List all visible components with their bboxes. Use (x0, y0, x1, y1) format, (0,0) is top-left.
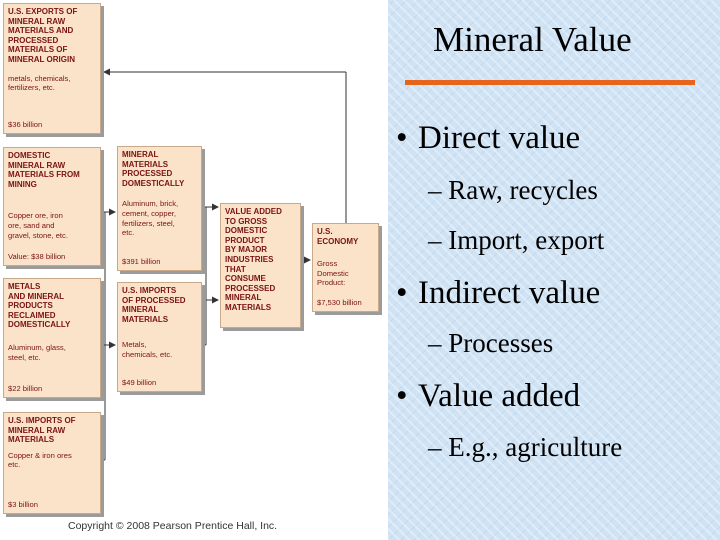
bullet-direct-value: • Direct value (396, 120, 580, 157)
box-title: MINERAL MATERIALS PROCESSED DOMESTICALLY (122, 150, 185, 188)
mineral-flow-diagram: U.S. EXPORTS OF MINERAL RAW MATERIALS AN… (3, 3, 379, 532)
bullet-dot-icon: • (396, 275, 408, 311)
box-description: Aluminum, brick, cement, copper, fertili… (122, 199, 179, 238)
box-title: U.S. ECONOMY (317, 227, 359, 246)
bullet-indirect-value: • Indirect value (396, 275, 600, 312)
box-title: U.S. IMPORTS OF MINERAL RAW MATERIALS (8, 416, 76, 445)
box-us-economy: U.S. ECONOMY Gross Domestic Product: $7,… (312, 223, 379, 312)
box-description: metals, chemicals, fertilizers, etc. (8, 73, 71, 93)
bullet-text: Indirect value (418, 275, 601, 311)
box-title: METALS AND MINERAL PRODUCTS RECLAIMED DO… (8, 282, 71, 330)
slide-panel: Mineral Value • Direct value – Raw, recyc… (388, 0, 720, 540)
box-value: $7,530 billion (317, 298, 362, 308)
sub-bullet-example: – E.g., agriculture (428, 432, 623, 462)
box-value-added: VALUE ADDED TO GROSS DOMESTIC PRODUCT BY… (220, 203, 301, 328)
bullet-text: Value added (418, 378, 581, 414)
box-title: U.S. EXPORTS OF MINERAL RAW MATERIALS AN… (8, 7, 78, 64)
sub-bullet-import: – Import, export (428, 225, 605, 255)
box-reclaimed-products: METALS AND MINERAL PRODUCTS RECLAIMED DO… (3, 278, 101, 398)
box-description: Gross Domestic Product: (317, 259, 349, 288)
box-us-imports-raw: U.S. IMPORTS OF MINERAL RAW MATERIALS Co… (3, 412, 101, 514)
box-value: Value: $38 billion (8, 252, 66, 262)
sub-bullet-processes: – Processes (428, 328, 554, 358)
sub-bullet-raw: – Raw, recycles (428, 175, 598, 205)
box-description: Copper ore, iron ore, sand and gravel, s… (8, 211, 68, 240)
box-title: U.S. IMPORTS OF PROCESSED MINERAL MATERI… (122, 286, 186, 324)
box-value: $49 billion (122, 378, 157, 388)
bullet-text: Direct value (418, 120, 581, 156)
box-us-imports-processed: U.S. IMPORTS OF PROCESSED MINERAL MATERI… (117, 282, 202, 392)
box-description: Metals, chemicals, etc. (122, 340, 173, 359)
box-title: VALUE ADDED TO GROSS DOMESTIC PRODUCT BY… (225, 207, 282, 312)
box-description: Copper & iron ores etc. (8, 450, 72, 470)
flow-connectors (101, 68, 347, 461)
title-underline (405, 80, 695, 85)
bullet-value-added: • Value added (396, 378, 580, 415)
bullet-dot-icon: • (396, 120, 408, 156)
box-processed-domestically: MINERAL MATERIALS PROCESSED DOMESTICALLY… (117, 146, 202, 271)
box-value: $36 billion (8, 120, 43, 130)
bullet-dot-icon: • (396, 378, 408, 414)
box-value: $391 billion (122, 257, 161, 267)
copyright-notice: Copyright © 2008 Pearson Prentice Hall, … (68, 520, 278, 532)
box-us-exports: U.S. EXPORTS OF MINERAL RAW MATERIALS AN… (3, 3, 101, 134)
box-description: Aluminum, glass, steel, etc. (8, 342, 66, 362)
box-value: $3 billion (8, 500, 38, 510)
box-title: DOMESTIC MINERAL RAW MATERIALS FROM MINI… (8, 151, 80, 189)
box-value: $22 billion (8, 384, 43, 394)
slide-title: Mineral Value (433, 20, 632, 59)
box-domestic-raw-materials: DOMESTIC MINERAL RAW MATERIALS FROM MINI… (3, 147, 101, 266)
